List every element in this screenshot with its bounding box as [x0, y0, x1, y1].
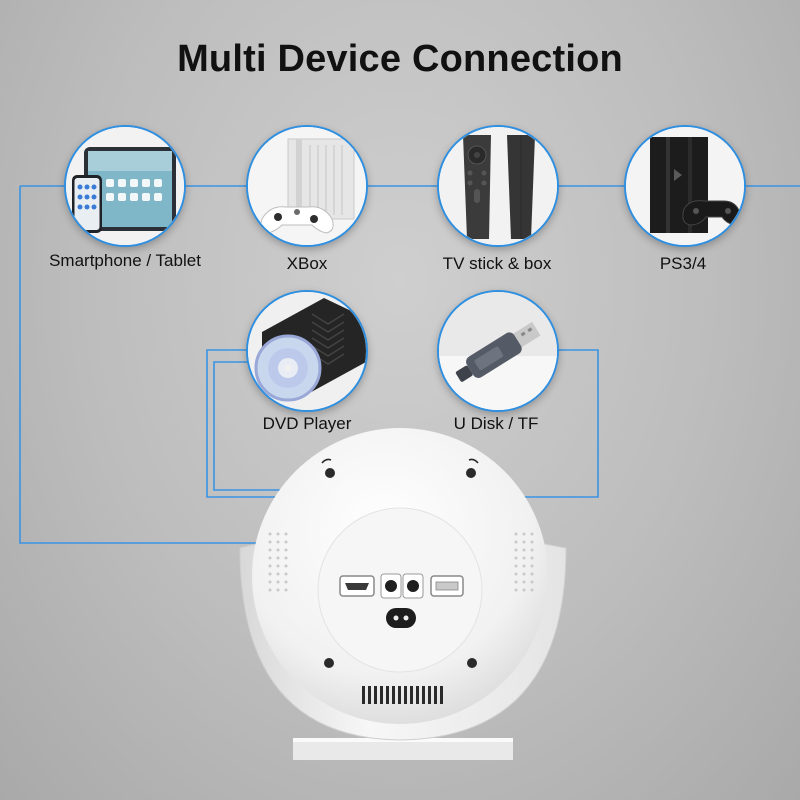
u-disk-device: [437, 290, 559, 412]
xbox-device: [246, 125, 368, 247]
usb-card-reader-icon: [439, 292, 557, 410]
smartphone-tablet-device: [64, 125, 186, 247]
vent-grill: [362, 686, 443, 704]
tv-stick-label: TV stick & box: [442, 254, 552, 273]
remote-control-icon: [439, 127, 557, 245]
xbox-console-icon: [248, 127, 366, 245]
tv-stick-device: [437, 125, 559, 247]
dvd-player-label: DVD Player: [262, 414, 352, 433]
xbox-label: XBox: [286, 254, 328, 273]
usb-port: [430, 575, 464, 597]
u-disk-label: U Disk / TF: [453, 414, 539, 433]
dvd-player-device: [246, 290, 368, 412]
playstation-console-icon: [626, 127, 744, 245]
speaker-grill: [268, 532, 534, 592]
dvd-drive-icon: [248, 292, 366, 410]
ps-device: [624, 125, 746, 247]
tablet-icon: [66, 127, 184, 245]
ps-label: PS3/4: [659, 254, 707, 273]
audio-port: [380, 573, 402, 599]
hdmi-port: [339, 575, 375, 597]
power-port: [386, 608, 416, 628]
page-title: Multi Device Connection: [177, 38, 623, 80]
smartphone-tablet-label: Smartphone / Tablet: [49, 251, 201, 270]
stand-base: [293, 738, 513, 760]
audio-port: [402, 573, 424, 599]
screw: [324, 468, 477, 668]
